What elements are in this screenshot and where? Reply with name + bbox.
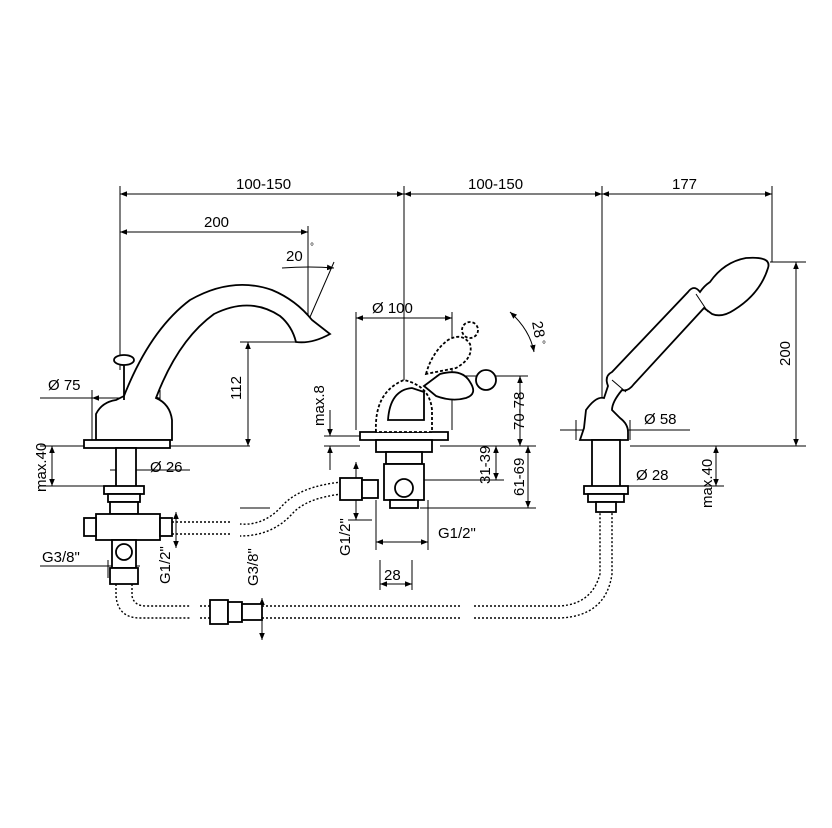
dim-mixer-max8: max.8 [311, 385, 328, 426]
dim-deck-max-shower: max.40 [699, 459, 716, 508]
hoses [115, 477, 613, 625]
dim-handle-angle-degree: ° [542, 340, 546, 351]
dim-top-right-span: 177 [672, 176, 697, 193]
dim-mixer-diameter: Ø 100 [372, 300, 413, 317]
dim-shower-base-diameter: Ø 58 [644, 411, 677, 428]
dim-thread-g38-mid: G3/8" [245, 548, 262, 586]
dim-handle-angle: 28 [528, 320, 548, 339]
dim-shower-height: 200 [777, 341, 794, 366]
dim-spout-angle: 20 [286, 248, 303, 265]
dim-31-39: 31-39 [477, 446, 494, 484]
dim-thread-g12-mid-v: G1/2" [337, 518, 354, 556]
dimension-labels: 100-150 100-150 177 200 20 ° Ø 75 112 ma… [33, 176, 794, 586]
dim-spout-angle-degree: ° [310, 242, 314, 253]
dim-61-69: 61-69 [511, 458, 528, 496]
dim-70-78: 70-78 [511, 392, 528, 430]
spout-assembly [83, 283, 332, 585]
dim-shank-diameter-spout: Ø 26 [150, 459, 183, 476]
dim-offset-28: 28 [384, 567, 401, 584]
dim-top-mid-span: 100-150 [468, 176, 523, 193]
dim-spout-height: 112 [228, 376, 245, 400]
dim-thread-g12-left: G1/2" [157, 546, 174, 584]
dim-thread-g38-left: G3/8" [42, 549, 80, 566]
dim-shower-shank-diameter: Ø 28 [636, 467, 669, 484]
dim-top-left-span: 100-150 [236, 176, 291, 193]
mixer-assembly [359, 321, 497, 509]
dim-deck-max-spout: max.40 [33, 443, 50, 492]
hand-shower-assembly [578, 256, 770, 513]
dim-base-diameter-spout: Ø 75 [48, 377, 81, 394]
dim-spout-length: 200 [204, 214, 229, 231]
dim-thread-g12-mid-h: G1/2" [438, 525, 476, 542]
